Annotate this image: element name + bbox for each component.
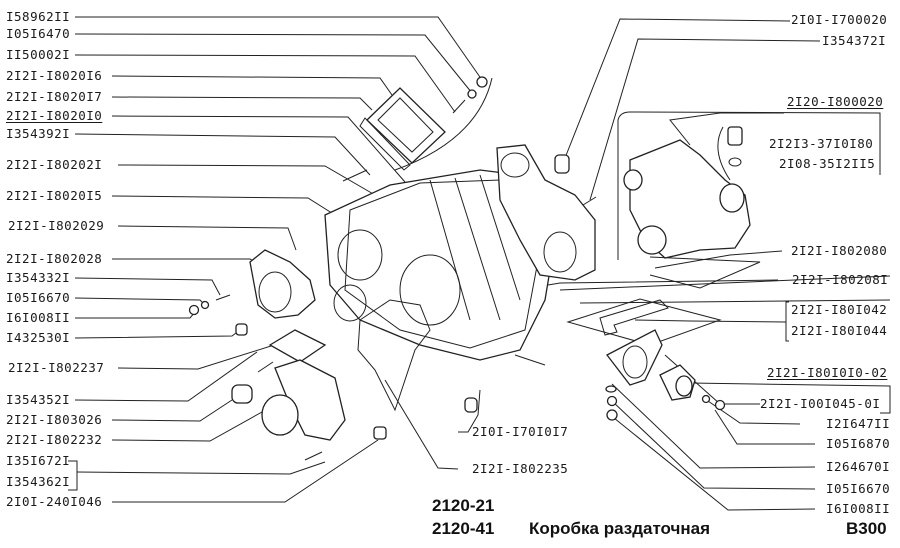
transfer-case-assembly xyxy=(623,139,751,259)
part-label-I432530I: I432530I xyxy=(6,330,71,345)
rear-cover xyxy=(496,144,596,281)
part-label-2I2I-I8020I6: 2I2I-I8020I6 xyxy=(6,68,103,83)
part-label-I2I647II: I2I647II xyxy=(826,416,891,431)
part-label-I354352I: I354352I xyxy=(6,392,71,407)
part-label-2I2I-I80I0I0-02: 2I2I-I80I0I0-02 xyxy=(767,365,888,380)
studs-top xyxy=(342,76,488,182)
inset-panel-2120-1800020 xyxy=(559,111,891,304)
part-label-I05I6870: I05I6870 xyxy=(826,436,891,451)
part-label-2I2I-I8020I0: 2I2I-I8020I0 xyxy=(6,108,103,123)
top-cover xyxy=(359,87,446,171)
mount-fasteners xyxy=(464,385,726,421)
part-label-II50002I: II50002I xyxy=(6,47,71,62)
part-label-2I2I-I8020I7: 2I2I-I8020I7 xyxy=(6,89,103,104)
part-label-2I2I-I803026: 2I2I-I803026 xyxy=(6,412,103,427)
page-code: B300 xyxy=(846,519,887,538)
main-housing xyxy=(324,169,556,366)
part-label-2I2I-I802237: 2I2I-I802237 xyxy=(8,360,105,375)
mount-bracket xyxy=(599,299,696,401)
gasket-large xyxy=(357,299,431,412)
part-label-2I2I-I00I045-0I: 2I2I-I00I045-0I xyxy=(760,396,881,411)
sensor-switch xyxy=(717,126,743,181)
part-label-2I2I-I80202I: 2I2I-I80202I xyxy=(6,157,103,172)
part-label-I354332I: I354332I xyxy=(6,270,71,285)
breather xyxy=(554,154,597,206)
part-label-I05I6670: I05I6670 xyxy=(6,290,71,305)
part-label-2I2I-I802028: 2I2I-I802028 xyxy=(6,251,103,266)
part-label-I58962II: I58962II xyxy=(6,9,71,24)
part-label-2I20-I800020: 2I20-I800020 xyxy=(787,94,884,109)
bracket-box-2121-1801010-02 xyxy=(566,298,891,414)
part-label-2I2I-I802235: 2I2I-I802235 xyxy=(472,461,569,476)
front-cover-left xyxy=(249,249,316,319)
part-label-2I08-35I2II5: 2I08-35I2II5 xyxy=(779,156,876,171)
diagram-title: Коробка раздаточная xyxy=(529,519,711,538)
part-label-I35I672I: I35I672I xyxy=(6,453,71,468)
part-label-2I2I-I80I044: 2I2I-I80I044 xyxy=(791,323,888,338)
part-label-I05I6470: I05I6470 xyxy=(6,26,71,41)
part-label-2I2I-I802232: 2I2I-I802232 xyxy=(6,432,103,447)
model-number-1: 2120-21 xyxy=(432,496,495,515)
part-label-2I2I3-37I0I80: 2I2I3-37I0I80 xyxy=(769,136,874,151)
part-label-2I2I-I80208I: 2I2I-I80208I xyxy=(792,272,889,287)
model-number-2: 2120-41 xyxy=(432,519,495,538)
small-fasteners-left xyxy=(188,294,248,336)
part-label-2I2I-I802029: 2I2I-I802029 xyxy=(8,218,105,233)
part-label-I354362I: I354362I xyxy=(6,474,71,489)
part-label-2I0I-I70I0I7: 2I0I-I70I0I7 xyxy=(472,424,569,439)
part-label-2I2I-I802080: 2I2I-I802080 xyxy=(791,243,888,258)
part-label-I05I6670-right: I05I6670 xyxy=(826,481,891,496)
part-label-I6I008II-right: I6I008II xyxy=(826,501,891,516)
gasket-and-housing-lower xyxy=(231,329,387,461)
part-label-I6I008II: I6I008II xyxy=(6,310,71,325)
part-label-2I0I-I700020: 2I0I-I700020 xyxy=(791,12,888,27)
part-label-2I0I-240I046: 2I0I-240I046 xyxy=(6,494,103,509)
part-label-I264670I: I264670I xyxy=(826,459,891,474)
part-label-I354372I: I354372I xyxy=(822,33,887,48)
part-label-I354392I: I354392I xyxy=(6,126,71,141)
part-label-2I2I-I8020I5: 2I2I-I8020I5 xyxy=(6,188,103,203)
part-label-2I2I-I80I042: 2I2I-I80I042 xyxy=(791,302,888,317)
